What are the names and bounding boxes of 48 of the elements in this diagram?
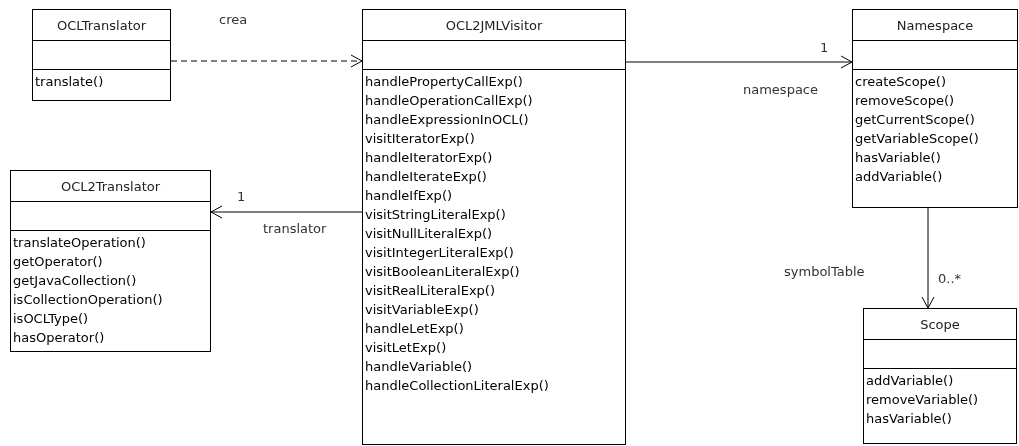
method-name: hasOperator() — [13, 329, 105, 347]
method-name: getCurrentScope() — [855, 111, 975, 129]
method-name: translateOperation() — [13, 234, 146, 252]
method-name: handleCollectionLiteralExp() — [365, 377, 549, 395]
method-name: removeScope() — [855, 92, 955, 110]
association-arrow — [625, 55, 853, 69]
class-name: Scope — [920, 316, 960, 332]
class-box — [863, 308, 1017, 444]
class-name: OCLTranslator — [56, 17, 147, 33]
method-name: getVariableScope() — [855, 130, 979, 148]
method-name: removeVariable() — [866, 391, 979, 409]
association-arrow — [210, 205, 363, 219]
method-name: handleIteratorExp() — [365, 149, 493, 167]
method-name: visitNullLiteralExp() — [365, 225, 493, 243]
method-name: addVariable() — [866, 372, 954, 390]
method-name: visitIntegerLiteralExp() — [365, 244, 514, 262]
dependency-arrow — [170, 54, 363, 68]
class-box — [32, 9, 171, 101]
class-box — [362, 9, 626, 445]
method-name: visitStringLiteralExp() — [365, 206, 506, 224]
method-name: visitRealLiteralExp() — [365, 282, 495, 300]
class-box — [852, 9, 1018, 208]
method-name: handlePropertyCallExp() — [365, 73, 523, 91]
method-name: isCollectionOperation() — [13, 291, 163, 309]
method-name: visitVariableExp() — [365, 301, 479, 319]
method-name: handleIfExp() — [365, 187, 453, 205]
method-name: addVariable() — [855, 168, 943, 186]
association-arrow — [921, 207, 935, 309]
method-name: getOperator() — [13, 253, 103, 271]
method-name: visitBooleanLiteralExp() — [365, 263, 520, 281]
class-box — [10, 170, 211, 352]
method-name: visitIteratorExp() — [365, 130, 475, 148]
method-name: hasVariable() — [855, 149, 941, 167]
method-name: visitLetExp() — [365, 339, 447, 357]
role-name: symbolTable — [783, 264, 866, 280]
class-name: OCL2JMLVisitor — [445, 17, 543, 33]
method-name: handleOperationCallExp() — [365, 92, 533, 110]
method-name: isOCLType() — [13, 310, 89, 328]
method-name: handleExpressionInOCL() — [365, 111, 529, 129]
method-name: handleLetExp() — [365, 320, 464, 338]
class-name: OCL2Translator — [60, 178, 161, 194]
method-name: handleVariable() — [365, 358, 473, 376]
method-name: hasVariable() — [866, 410, 952, 428]
method-name: getJavaCollection() — [13, 272, 137, 290]
method-name: translate() — [35, 73, 104, 91]
method-name: handleIterateExp() — [365, 168, 487, 186]
class-name: Namespace — [896, 17, 974, 33]
method-name: createScope() — [855, 73, 946, 91]
